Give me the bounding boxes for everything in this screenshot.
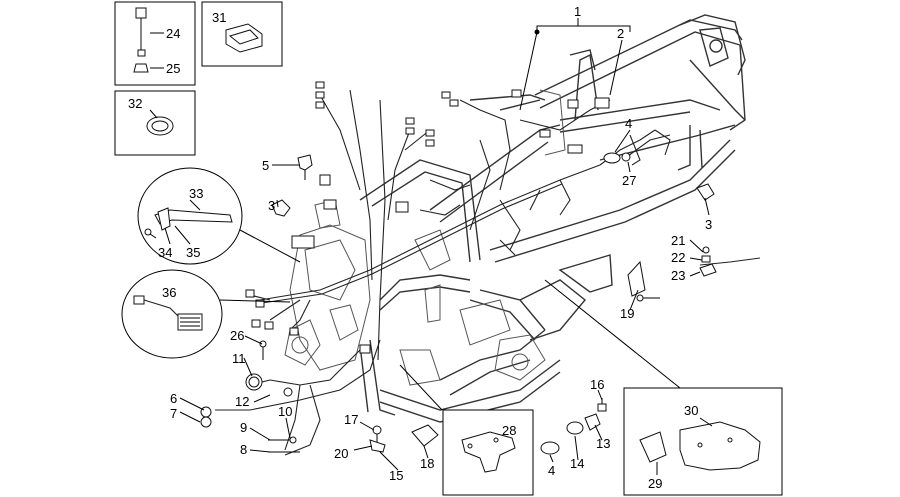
- callout-20: 20: [334, 446, 348, 461]
- callout-6: 6: [170, 391, 177, 406]
- leader-lines: [179, 129, 710, 471]
- callout-24: 24: [166, 26, 180, 41]
- inset-box-29-30: [544, 279, 783, 496]
- callout-29: 29: [648, 476, 662, 491]
- bracket-callout-1: [519, 18, 631, 111]
- callout-16: 16: [590, 377, 604, 392]
- callout-3-right: 3: [705, 217, 712, 232]
- callout-labels: 1 2 3 3 4 4 5 6 7 8 9 10 11 12 13 14 15 …: [128, 4, 712, 491]
- callout-4-top: 4: [625, 116, 632, 131]
- scooter-frame: [284, 14, 746, 423]
- callout-10: 10: [278, 404, 292, 419]
- inset-circle-33-35: [137, 167, 301, 265]
- inset-box-31: [201, 1, 283, 67]
- callout-9: 9: [240, 420, 247, 435]
- callout-17: 17: [344, 412, 358, 427]
- inset-box-32: [114, 90, 196, 156]
- callout-5: 5: [262, 158, 269, 173]
- callout-32: 32: [128, 96, 142, 111]
- callout-33: 33: [189, 186, 203, 201]
- callout-8: 8: [240, 442, 247, 457]
- callout-3-left: 3: [268, 198, 275, 213]
- loose-parts: [259, 134, 717, 455]
- callout-30: 30: [684, 403, 698, 418]
- callout-7: 7: [170, 406, 177, 421]
- callout-19: 19: [620, 306, 634, 321]
- callout-26: 26: [230, 328, 244, 343]
- callout-2: 2: [617, 26, 624, 41]
- inset-box-28: [399, 364, 534, 496]
- callout-23: 23: [671, 268, 685, 283]
- callout-31: 31: [212, 10, 226, 25]
- callout-4-bottom: 4: [548, 463, 555, 478]
- callout-12: 12: [235, 394, 249, 409]
- callout-11: 11: [232, 351, 246, 366]
- callout-1: 1: [574, 4, 581, 19]
- callout-35: 35: [186, 245, 200, 260]
- inset-box-24-25: [114, 1, 196, 86]
- callout-22: 22: [671, 250, 685, 265]
- callout-28: 28: [502, 423, 516, 438]
- callout-27: 27: [622, 173, 636, 188]
- callout-21: 21: [671, 233, 685, 248]
- inset-circle-36: [121, 269, 291, 359]
- callout-18: 18: [420, 456, 434, 471]
- callout-34: 34: [158, 245, 172, 260]
- callout-14: 14: [570, 456, 584, 471]
- callout-25: 25: [166, 61, 180, 76]
- callout-36: 36: [162, 285, 176, 300]
- callout-15: 15: [389, 468, 403, 483]
- callout-13: 13: [596, 436, 610, 451]
